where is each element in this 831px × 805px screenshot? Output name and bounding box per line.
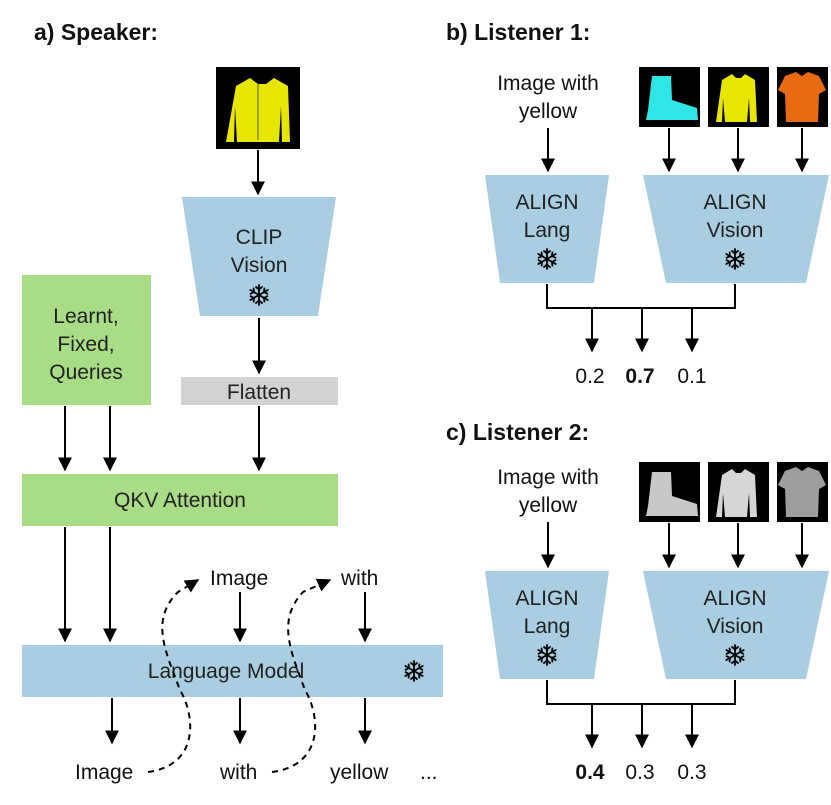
listener2-lang-label-2: Lang — [524, 615, 571, 638]
listener1-vision-label-2: Vision — [707, 219, 764, 242]
listener1-score-3: 0.1 — [677, 365, 706, 388]
clip-vision-label-1: CLIP — [236, 226, 283, 249]
lm-input-token-with: with — [340, 567, 378, 590]
flatten-label: Flatten — [227, 381, 291, 404]
listener1-align-lang — [485, 175, 609, 283]
qkv-attention-box — [22, 474, 338, 526]
listener2-align-vision — [643, 571, 829, 679]
listener2-align-lang — [485, 571, 609, 679]
listener1-lang-label-2: Lang — [524, 219, 571, 242]
listener2-heading: c) Listener 2: — [446, 419, 589, 445]
clip-vision-encoder — [182, 197, 336, 316]
speaker-jacket-image — [216, 67, 300, 149]
listener1-score-1: 0.2 — [575, 365, 604, 388]
listener1-heading: b) Listener 1: — [446, 19, 590, 45]
orange-shirt-image — [777, 67, 828, 127]
clip-vision-label-2: Vision — [231, 254, 288, 277]
listener2-lang-label-1: ALIGN — [515, 587, 578, 610]
language-model-label: Language Model — [148, 660, 304, 683]
language-model-box — [22, 645, 443, 697]
learnt-queries-box — [22, 275, 151, 405]
qkv-attention-label: QKV Attention — [114, 489, 246, 512]
listener2-prompt-2: yellow — [519, 494, 578, 517]
feedback-arrow-with — [271, 578, 332, 773]
lm-input-token-image: Image — [210, 567, 268, 590]
lm-output-token-image: Image — [75, 761, 133, 784]
listener1-score-2: 0.7 — [625, 365, 654, 388]
lm-output-ellipsis: ... — [420, 761, 438, 784]
grey-boot-image — [639, 462, 700, 522]
listener1-prompt-2: yellow — [519, 100, 578, 123]
lm-output-token-with: with — [219, 761, 257, 784]
listener1-vision-label-1: ALIGN — [703, 191, 766, 214]
speaker-heading: a) Speaker: — [34, 19, 158, 45]
listener1-prompt-1: Image with — [497, 72, 599, 95]
listener2-score-2: 0.3 — [625, 761, 654, 784]
listener1-align-vision — [643, 175, 829, 283]
queries-label-1: Learnt, — [53, 305, 118, 328]
grey-jacket-image — [708, 462, 769, 522]
queries-label-3: Queries — [49, 361, 123, 384]
flatten-box — [181, 377, 338, 405]
listener1-lang-label-1: ALIGN — [515, 191, 578, 214]
listener2-prompt-1: Image with — [497, 466, 599, 489]
feedback-arrow-image — [147, 579, 200, 773]
listener2-score-1: 0.4 — [575, 761, 605, 784]
grey-shirt-image — [777, 462, 828, 522]
listener2-vision-label-2: Vision — [707, 615, 764, 638]
lm-output-token-yellow: yellow — [330, 761, 389, 784]
yellow-jacket-image — [708, 67, 769, 127]
listener2-score-3: 0.3 — [677, 761, 706, 784]
listener2-vision-label-1: ALIGN — [703, 587, 766, 610]
cyan-boot-image — [639, 67, 700, 127]
queries-label-2: Fixed, — [57, 333, 114, 356]
